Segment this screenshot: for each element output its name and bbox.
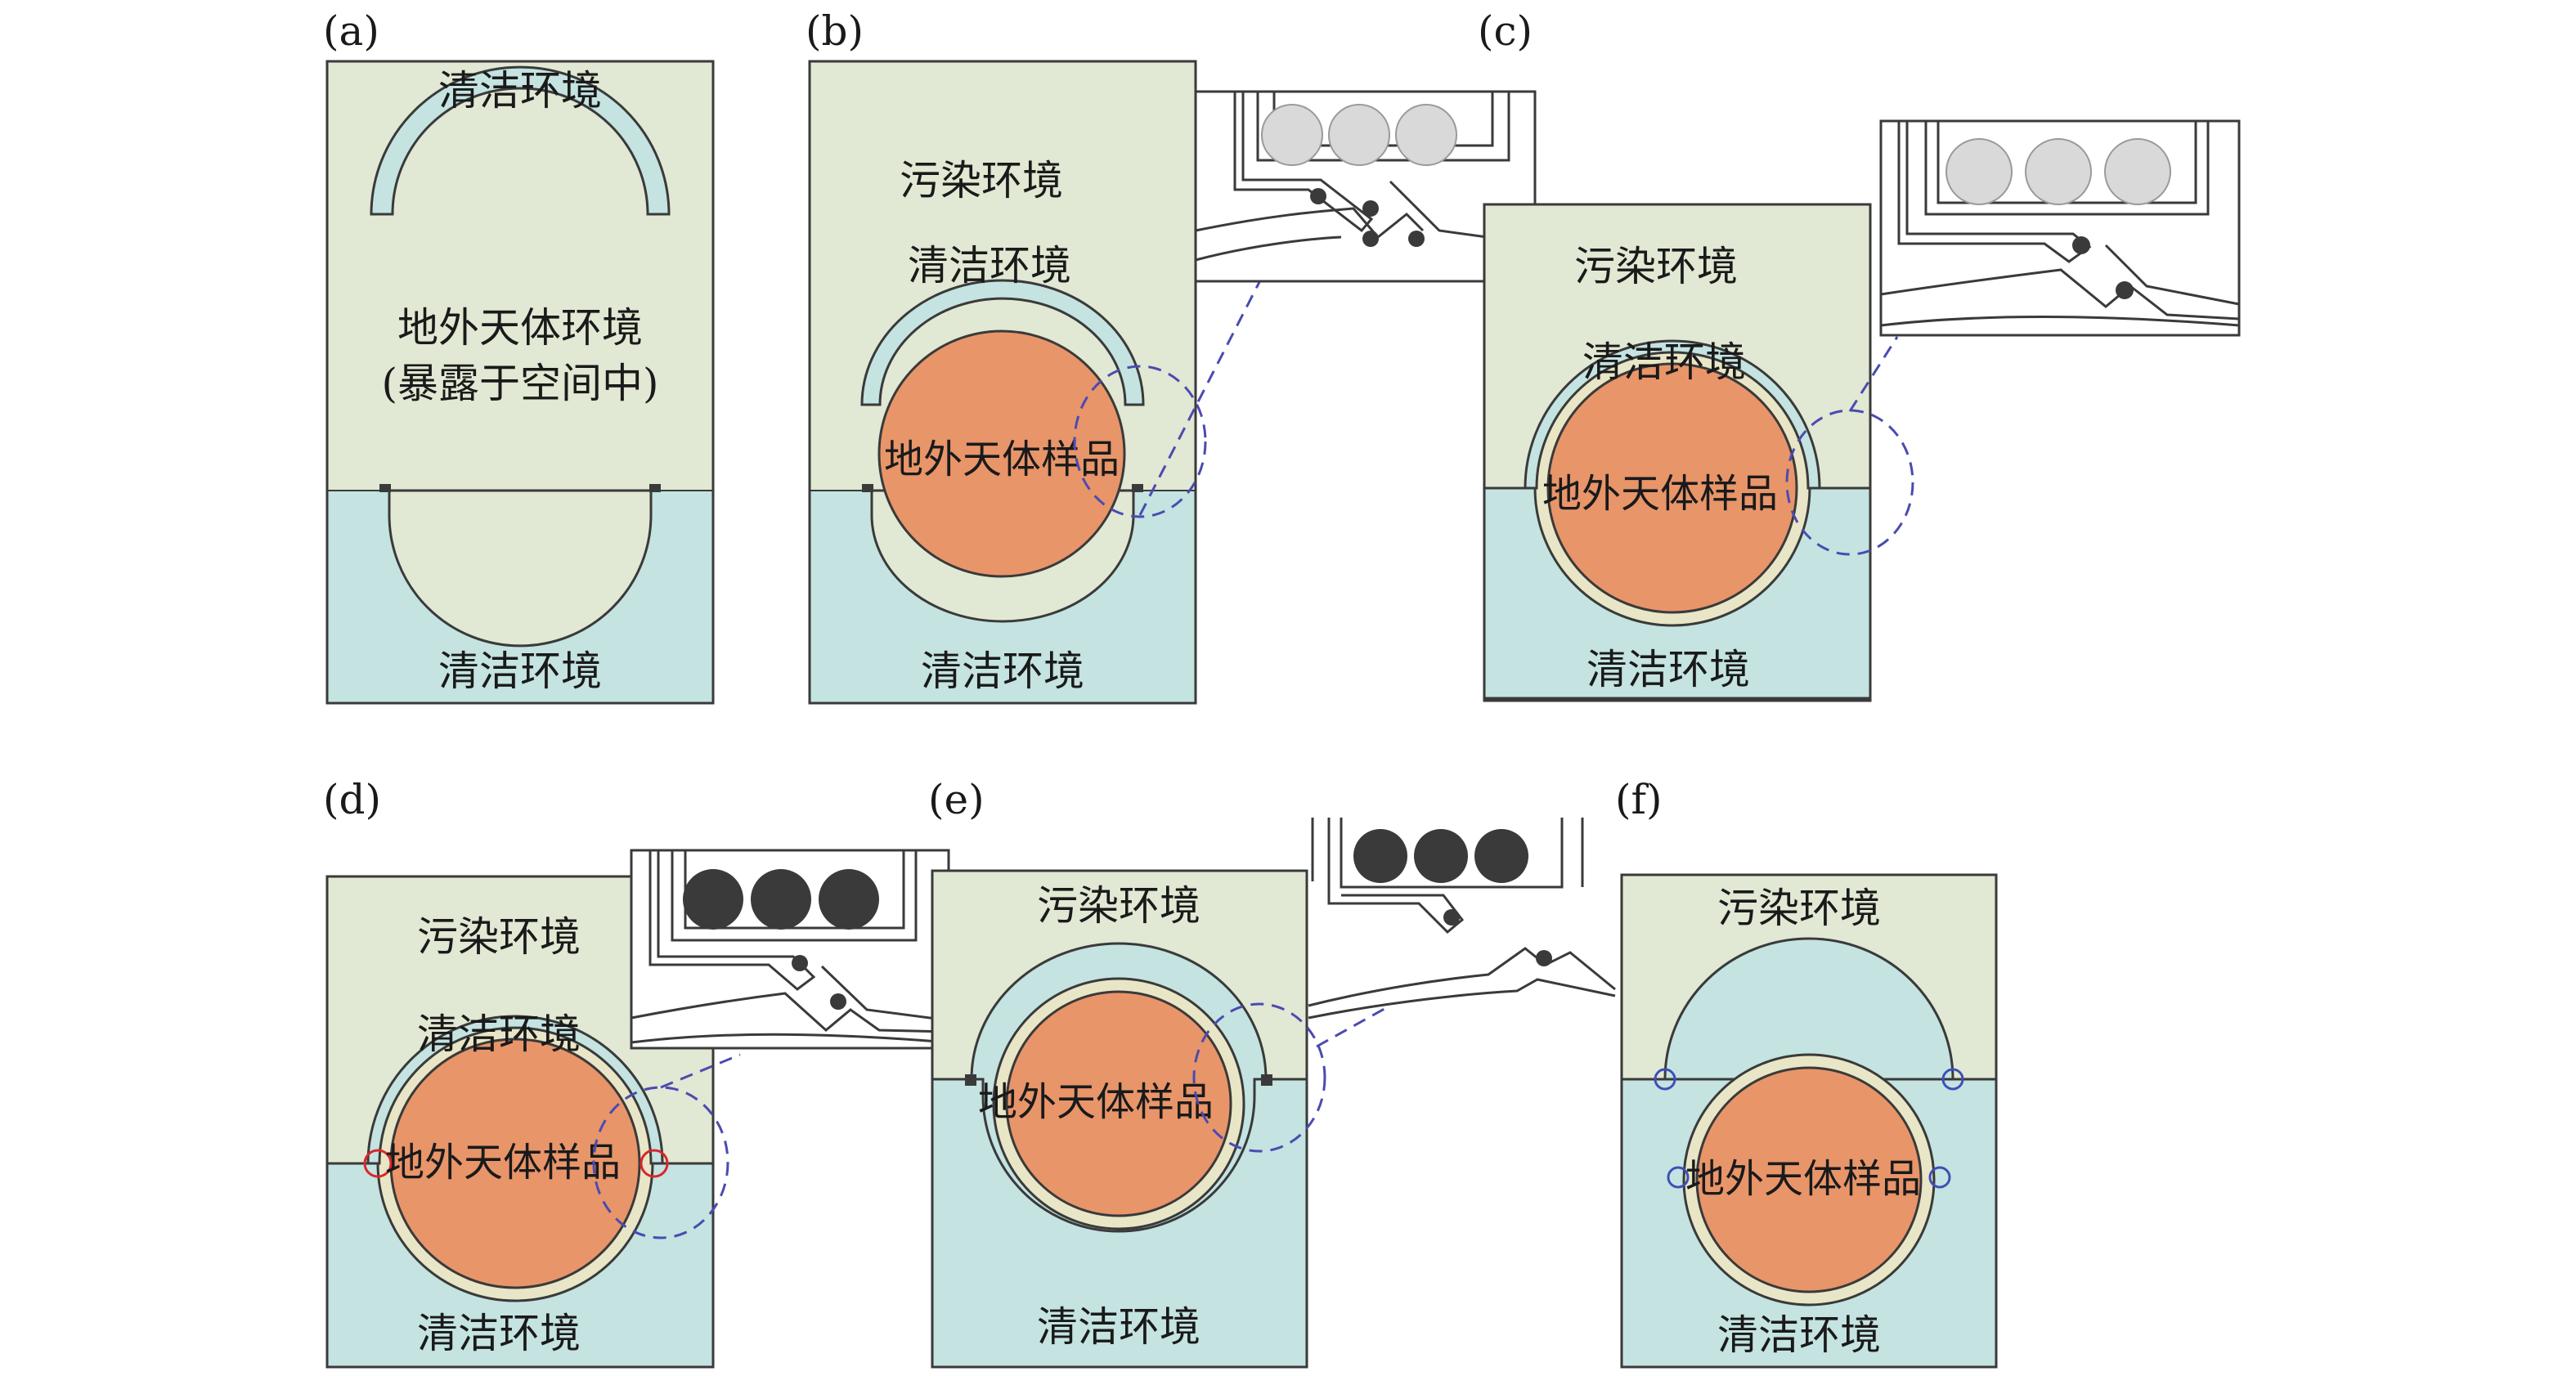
panel-b-seal-ball — [1261, 104, 1323, 166]
panel-d-upper-label: 清洁环境 — [417, 1011, 581, 1058]
panel-c-seal-ball — [2104, 138, 2171, 205]
panel-d-seal-pin — [792, 955, 808, 971]
panel-c-letter: (c) — [1478, 7, 1533, 55]
panel-f-joint-marker — [1667, 1166, 1690, 1189]
panel-b-lid-descending — [860, 279, 1145, 406]
panel-b-seal-ball — [1328, 104, 1390, 166]
panel-d-seal-inset — [630, 849, 950, 1050]
panel-d-seal-pin — [830, 993, 846, 1010]
panel-d-seal-ball — [751, 869, 811, 930]
panel-b: (b) 污染环境 清洁环境 地外天体样品 清洁环境 — [806, 7, 1537, 705]
panel-c-sample-label: 地外天体样品 — [1542, 471, 1778, 517]
panel-e-seal-pin — [1443, 909, 1460, 926]
panel-c-lid-closed — [1524, 339, 1821, 490]
panel-b-detail-leader — [1138, 281, 1261, 516]
panel-a-bottom-label: 清洁环境 — [438, 648, 602, 695]
panel-b-seal-inset — [1194, 90, 1537, 283]
panel-c-seal-pin — [2072, 236, 2090, 254]
panel-b-detail-marker — [1073, 365, 1207, 518]
panel-c-detail-marker — [1785, 409, 1914, 556]
panel-e-seal-ball — [1414, 829, 1468, 883]
panel-e-seal-ball — [1474, 829, 1528, 883]
panel-b-bottom-label: 清洁环境 — [921, 648, 1084, 695]
panel-f-joint-marker — [1928, 1166, 1951, 1189]
panel-a: (a) 清洁环境 地外天体环境 (暴露于空间中) 清洁环境 — [323, 7, 715, 705]
panel-c-detail-leader — [1848, 336, 1899, 412]
panel-a-top-label: 清洁环境 — [438, 67, 602, 114]
panel-e-detail-leader — [1316, 1004, 1391, 1048]
panel-c-seal-inset — [1879, 119, 2241, 337]
panel-b-sample-sphere — [877, 329, 1126, 578]
panel-c-seal-ball — [2025, 138, 2092, 205]
panel-b-seal-pin — [1362, 200, 1379, 217]
panel-f-letter: (f) — [1615, 776, 1663, 823]
panel-f-sample-label: 地外天体样品 — [1685, 1156, 1921, 1202]
panel-e-top-label: 污染环境 — [1037, 882, 1200, 930]
panel-b-seal-pin — [1310, 188, 1326, 204]
panel-d-lid-closed — [366, 1015, 664, 1165]
panel-e-sample-label: 地外天体样品 — [978, 1079, 1214, 1125]
panel-d-separation-point-left — [363, 1149, 393, 1178]
panel-b-upper-label: 清洁环境 — [908, 242, 1071, 289]
panel-e: (e) 污染环境 地外天体样品 清洁环境 — [928, 776, 1616, 1369]
panel-b-seal-pin — [1362, 231, 1379, 247]
panel-b-seal-pin — [1408, 231, 1425, 247]
panel-a-middle-label-2: (暴露于空间中) — [381, 360, 658, 407]
panel-c-bottom-label: 清洁环境 — [1586, 646, 1750, 693]
panel-c-seal-ball — [1945, 138, 2013, 205]
panel-f-bottom-label: 清洁环境 — [1717, 1311, 1881, 1359]
panel-c-top-label: 污染环境 — [1574, 243, 1738, 290]
panel-c-seal-pin — [2116, 281, 2134, 299]
panel-c: (c) 污染环境 清洁环境 地外天体样品 清洁环境 — [1478, 7, 2241, 702]
panel-e-seal-inset — [1308, 818, 1616, 1020]
panel-d-sample-label: 地外天体样品 — [385, 1140, 621, 1186]
panel-e-seal-ball — [1353, 829, 1407, 883]
panel-f-joint-marker — [1654, 1068, 1676, 1091]
panel-b-sample-label: 地外天体样品 — [884, 437, 1120, 482]
panel-e-bottom-label: 清洁环境 — [1037, 1303, 1200, 1351]
panel-c-upper-label: 清洁环境 — [1582, 338, 1746, 386]
panel-d-seal-ball — [819, 869, 879, 930]
panel-c-sample-sphere — [1546, 362, 1798, 614]
panel-d-detail-leader — [660, 1053, 741, 1089]
panel-f: (f) 污染环境 地外天体样品 清洁环境 — [1615, 776, 1998, 1369]
panel-e-sample-sphere — [1005, 990, 1232, 1217]
panel-f-sample-sphere — [1695, 1066, 1923, 1293]
panel-b-letter: (b) — [806, 7, 864, 55]
panel-a-middle-label-1: 地外天体环境 — [397, 304, 643, 352]
panel-b-top-label: 污染环境 — [900, 157, 1063, 204]
panel-a-detached-lid — [370, 65, 671, 216]
panel-d: (d) 污染环境 清洁环境 地外天体样品 清洁环境 — [323, 776, 950, 1369]
panel-d-top-label: 污染环境 — [417, 913, 581, 961]
panel-b-seal-ball — [1395, 104, 1457, 166]
panel-e-letter: (e) — [928, 776, 985, 823]
panel-d-separation-point-right — [640, 1149, 669, 1178]
panel-a-open-cavity — [388, 489, 653, 648]
panel-d-detail-marker — [592, 1086, 729, 1239]
panel-a-letter: (a) — [323, 7, 379, 55]
panel-f-joint-marker — [1941, 1068, 1964, 1091]
panel-e-seal-pin — [1536, 950, 1552, 966]
panel-d-seal-ball — [683, 869, 743, 930]
panel-d-letter: (d) — [323, 776, 381, 823]
panel-f-lid-capsule — [1663, 937, 1954, 1081]
panel-e-detail-marker — [1192, 1002, 1326, 1153]
panel-f-top-label: 污染环境 — [1717, 885, 1881, 932]
panel-d-bottom-label: 清洁环境 — [417, 1310, 581, 1357]
